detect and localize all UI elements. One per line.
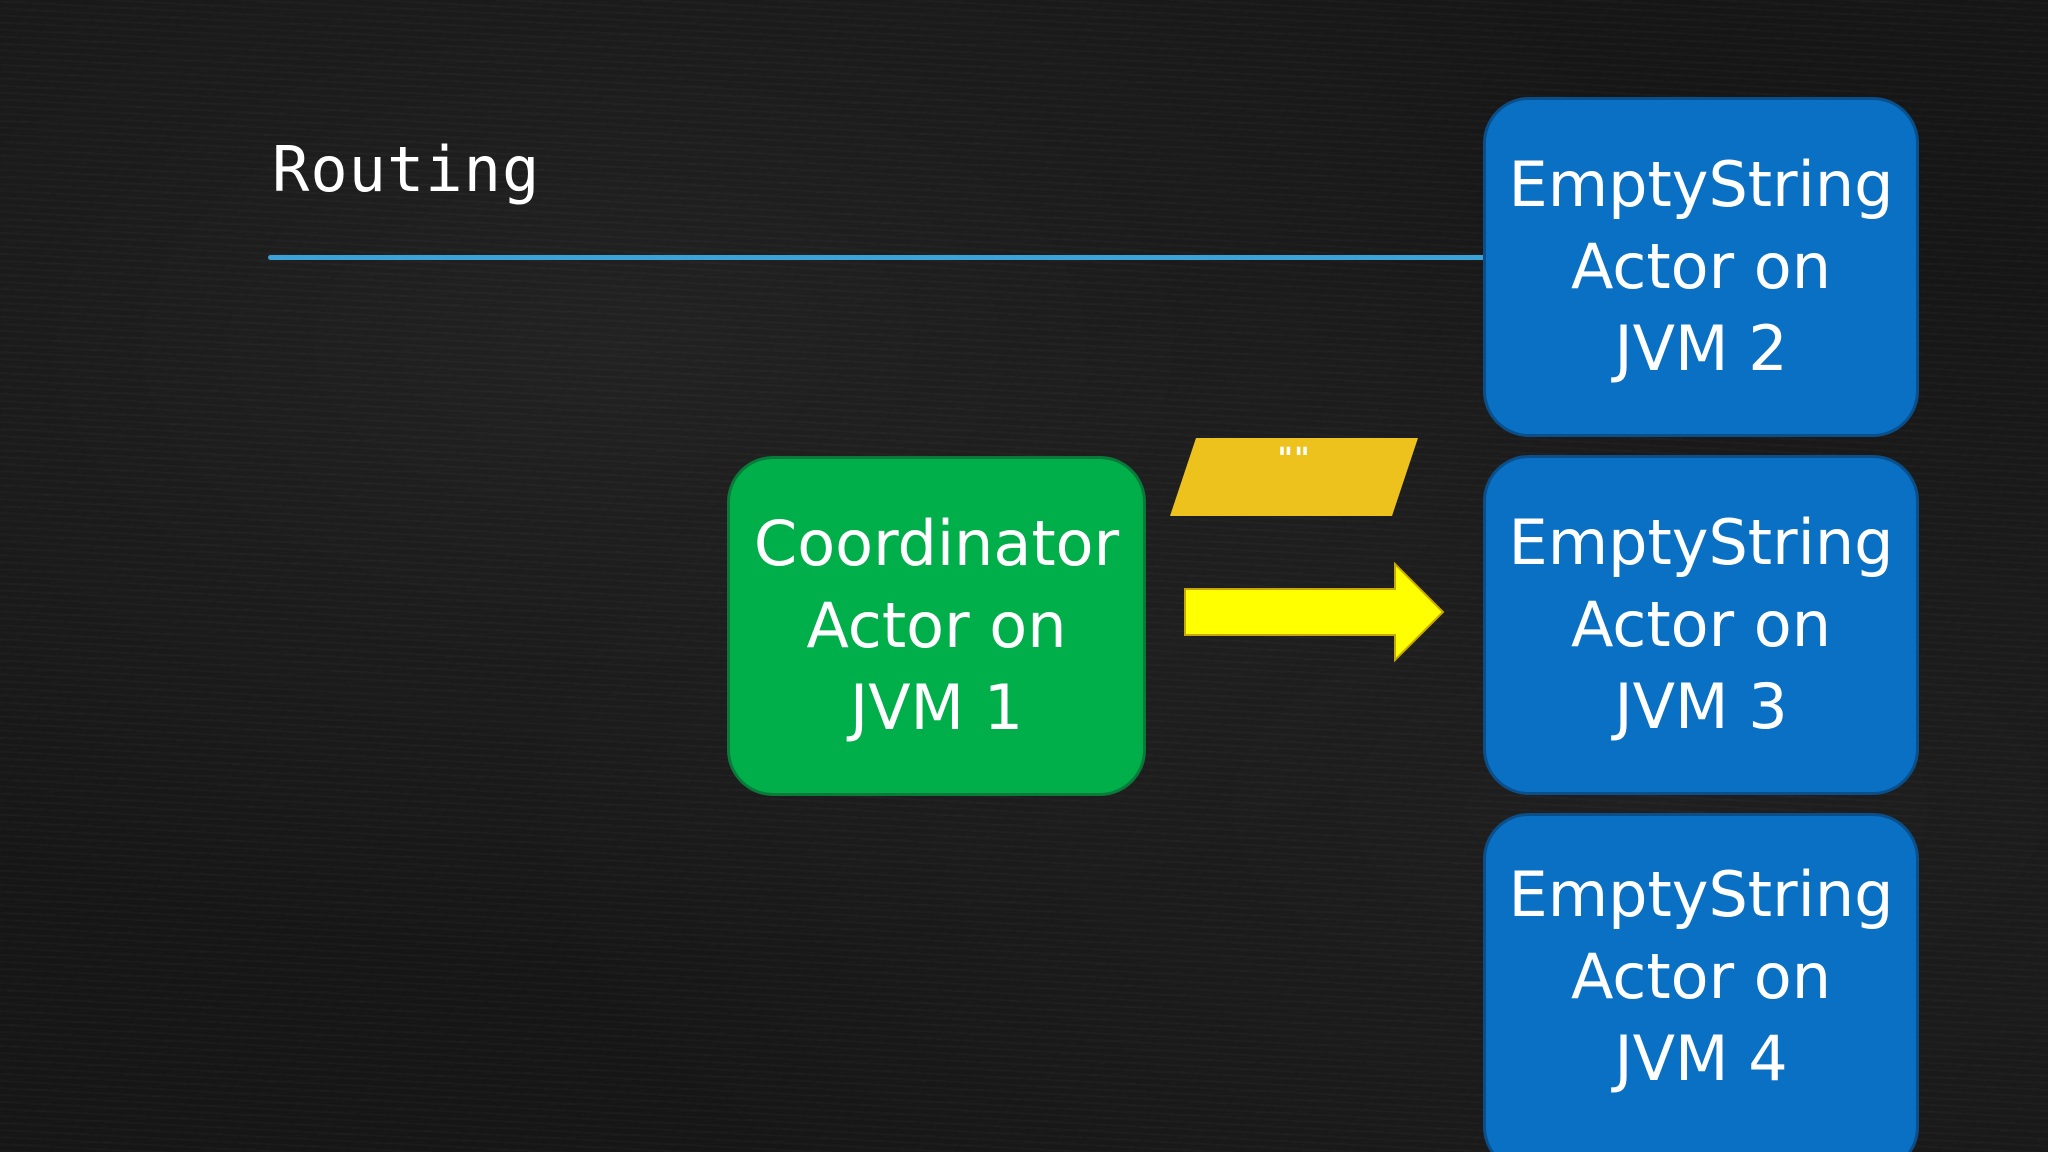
route-arrow-shape — [1184, 562, 1445, 662]
worker-actor-box-jvm3: EmptyString Actor on JVM 3 — [1483, 455, 1919, 795]
message-card: "" — [1170, 438, 1418, 516]
message-label: "" — [1277, 442, 1311, 477]
worker-actor-box-jvm4: EmptyString Actor on JVM 4 — [1483, 813, 1919, 1152]
coordinator-actor-box: Coordinator Actor on JVM 1 — [727, 456, 1146, 796]
slide-title: Routing — [272, 133, 541, 206]
worker-actor-box-jvm2: EmptyString Actor on JVM 2 — [1483, 97, 1919, 437]
route-arrow-icon — [1184, 562, 1445, 662]
title-underline — [268, 255, 1768, 260]
